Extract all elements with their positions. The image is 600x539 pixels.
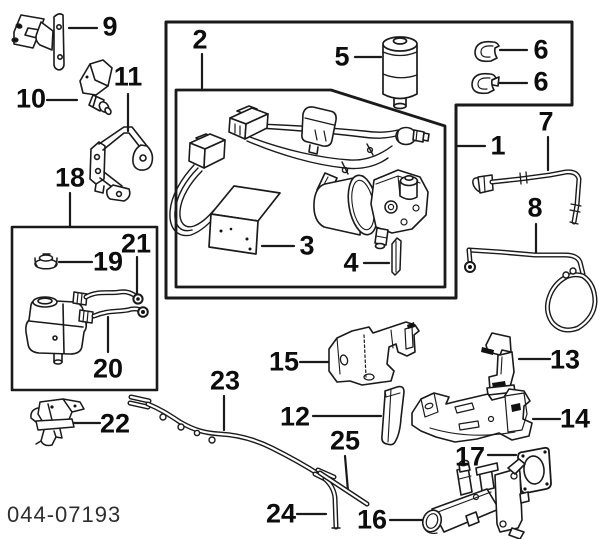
- callout-2: 2: [192, 24, 208, 55]
- callout-8: 8: [527, 192, 543, 223]
- callout-15: 15: [268, 346, 300, 377]
- harness-wires-illustration: [169, 123, 399, 237]
- part-19-cap-illustration: [34, 253, 58, 270]
- part-4-bracket-strip-illustration: [391, 237, 402, 276]
- callout-21: 21: [120, 228, 152, 259]
- callout-25: 25: [329, 425, 361, 456]
- part-3-control-box-illustration: [208, 185, 281, 255]
- part-15-bracket-illustration: [328, 321, 420, 386]
- callout-23: 23: [209, 365, 241, 396]
- reservoir-tank-illustration: [25, 296, 88, 365]
- callout-22: 22: [99, 408, 131, 439]
- part-20-hose-illustration: [78, 306, 149, 324]
- part-8-tube-illustration: [464, 247, 598, 333]
- part-6-clamp-lower-illustration: [471, 72, 500, 95]
- callout-17: 17: [454, 441, 486, 472]
- part-21-hose-illustration: [72, 289, 144, 306]
- callout-7: 7: [538, 106, 554, 137]
- callout-18: 18: [54, 162, 86, 193]
- callout-24: 24: [265, 498, 297, 529]
- callout-13: 13: [549, 344, 581, 375]
- part-14-bracket-illustration: [411, 388, 533, 443]
- leader-lines: [45, 26, 562, 522]
- callout-6b: 6: [533, 66, 549, 97]
- relay-connector-a-illustration: [228, 105, 269, 140]
- callout-9: 9: [102, 11, 118, 42]
- part-7-hose-illustration: [472, 169, 582, 225]
- part-9-bracket-illustration: [11, 13, 65, 71]
- callout-16: 16: [356, 504, 388, 535]
- part-13-bracket-illustration: [481, 332, 516, 396]
- assembly-box-18-outline: [10, 225, 159, 392]
- callout-5: 5: [334, 41, 350, 72]
- relay-connector-b-illustration: [188, 133, 226, 169]
- part-5-filter-illustration: [382, 36, 418, 110]
- assembly-box-1-outline: [164, 20, 574, 300]
- part-12-bracket-illustration: [381, 385, 405, 446]
- part-22-bracket-illustration: [30, 398, 85, 447]
- callout-14: 14: [559, 403, 591, 434]
- callout-11: 11: [113, 61, 143, 92]
- abs-pump-motor-illustration: [313, 169, 429, 250]
- callout-20: 20: [92, 353, 124, 384]
- part-24-tube-illustration: [322, 476, 341, 530]
- part-11-bracket-illustration: [89, 126, 154, 202]
- figure-code: 044-07193: [7, 502, 122, 527]
- assembly-box-2-outline: [174, 88, 447, 289]
- callout-12: 12: [279, 401, 311, 432]
- pigtail-connector-illustration: [395, 126, 430, 146]
- callout-3: 3: [299, 230, 315, 261]
- callout-10: 10: [15, 83, 47, 114]
- part-17-gasket-illustration: [517, 446, 552, 494]
- part-10-sensor-illustration: [79, 59, 113, 116]
- part-25-tube-illustration: [317, 470, 370, 507]
- callout-1: 1: [490, 130, 506, 161]
- part-16-valve-illustration: [421, 458, 530, 539]
- callout-6a: 6: [533, 34, 549, 65]
- callout-4: 4: [343, 247, 359, 278]
- relay-box-illustration: [301, 106, 337, 155]
- callout-19: 19: [92, 246, 124, 277]
- part-6-clamp-upper-illustration: [474, 40, 500, 63]
